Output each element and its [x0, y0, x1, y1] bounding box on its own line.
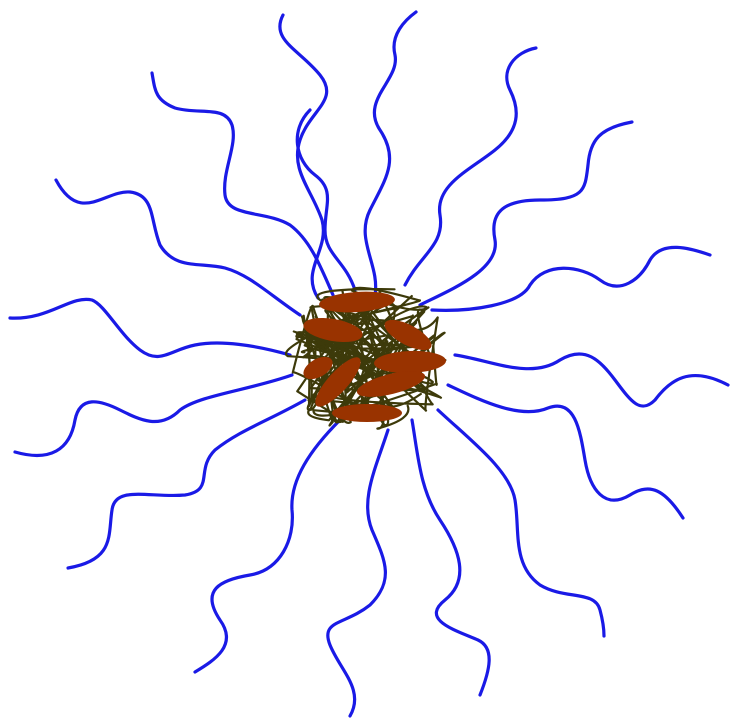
corona-chain — [438, 410, 604, 636]
corona-chain — [10, 299, 290, 356]
corona-chain — [405, 48, 536, 285]
corona-chain — [420, 122, 632, 305]
corona-chain — [432, 247, 710, 310]
corona-chain — [455, 354, 728, 406]
micelle-core — [286, 288, 446, 429]
corona-chain — [68, 400, 305, 568]
corona-chain — [280, 15, 327, 298]
corona-chain — [365, 12, 416, 295]
corona-chain — [412, 420, 489, 695]
corona-chain — [56, 180, 300, 315]
corona-chain — [15, 375, 292, 455]
corona-chain — [297, 110, 355, 290]
corona-chain — [328, 430, 388, 716]
core-domain — [332, 404, 402, 422]
corona-chain — [195, 420, 340, 672]
